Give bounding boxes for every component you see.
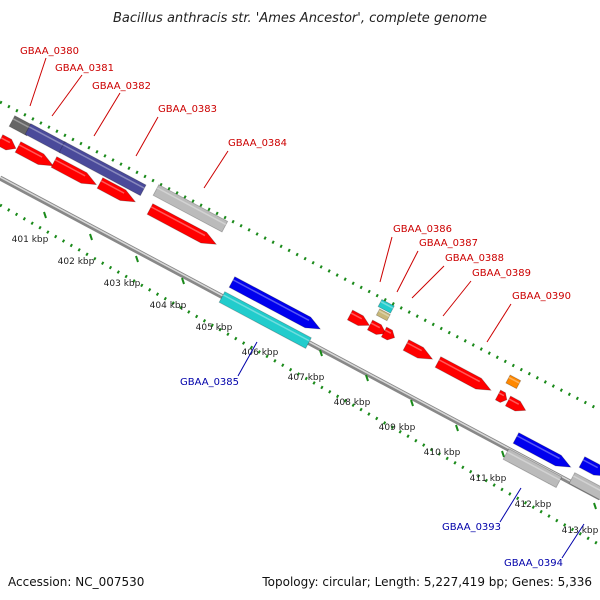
ruler-major-tick xyxy=(501,450,505,458)
forward-gene-0387 xyxy=(380,326,396,341)
ruler-major-tick xyxy=(593,502,597,510)
reverse-gene-leader-line xyxy=(499,487,522,523)
forward-gene-0381 xyxy=(14,141,55,167)
ruler-major-tick xyxy=(365,374,369,382)
cog-box-0386 xyxy=(377,298,395,314)
ruler-major-tick xyxy=(319,349,323,357)
ruler-tick-label: 407 kbp xyxy=(288,373,325,383)
forward-gene-0386a xyxy=(346,309,371,326)
ruler-tick-label: 410 kbp xyxy=(424,448,461,458)
genome-summary-text: Topology: circular; Length: 5,227,419 bp… xyxy=(261,575,592,589)
ruler-major-tick xyxy=(410,399,414,407)
forward-gene-leader-line xyxy=(203,150,229,189)
ruler-tick-label: 409 kbp xyxy=(379,423,416,433)
cog-box-0384 xyxy=(152,184,229,233)
ruler-tick-label: 401 kbp xyxy=(12,235,49,245)
cog-box-0382 xyxy=(58,141,147,197)
cog-box-0387 xyxy=(375,308,391,322)
reverse-gene-leader-line xyxy=(561,523,585,559)
reverse-gene-0393 xyxy=(512,432,572,468)
ruler-tick-label: 408 kbp xyxy=(334,398,371,408)
gene-tracks xyxy=(0,115,600,501)
forward-gene-0384 xyxy=(146,203,218,245)
ruler-tick-label: 406 kbp xyxy=(242,348,279,358)
forward-gene-leader-line xyxy=(93,92,121,137)
gene-labels: GBAA_0380GBAA_0381GBAA_0382GBAA_0383GBAA… xyxy=(20,46,585,569)
forward-gene-label: GBAA_0381 xyxy=(55,63,114,74)
ruler-tick-label: 402 kbp xyxy=(58,257,95,267)
ruler-major-tick xyxy=(181,277,185,285)
ruler-major-tick xyxy=(135,255,139,263)
reverse-gene-label: GBAA_0394 xyxy=(504,558,563,569)
cog-box-0390 xyxy=(505,374,522,390)
forward-gene-0380 xyxy=(0,134,17,151)
reverse-gene-0394 xyxy=(578,456,600,476)
forward-gene-0390a xyxy=(494,389,508,403)
ruler-tick-label: 411 kbp xyxy=(470,474,507,484)
ruler-tick-label: 403 kbp xyxy=(104,279,141,289)
forward-gene-leader-line xyxy=(51,74,83,117)
ruler-major-tick xyxy=(89,233,93,241)
forward-gene-leader-line xyxy=(486,303,512,343)
reverse-gene-label: GBAA_0393 xyxy=(442,522,501,533)
forward-gene-label: GBAA_0383 xyxy=(158,104,217,115)
forward-gene-leader-line xyxy=(411,265,445,299)
forward-gene-label: GBAA_0386 xyxy=(393,224,452,235)
forward-gene-leader-line xyxy=(29,57,47,107)
forward-gene-label: GBAA_0389 xyxy=(472,268,531,279)
cog-box-0394 xyxy=(568,472,600,501)
outer-dotted-track xyxy=(0,100,600,412)
forward-gene-0383 xyxy=(96,177,137,203)
forward-gene-label: GBAA_0380 xyxy=(20,46,79,57)
forward-gene-label: GBAA_0388 xyxy=(445,253,504,264)
forward-gene-label: GBAA_0382 xyxy=(92,81,151,92)
ruler-major-tick xyxy=(455,424,459,432)
forward-gene-0388 xyxy=(402,339,434,360)
forward-gene-leader-line xyxy=(379,236,393,283)
reverse-gene-leader-line xyxy=(237,341,258,377)
forward-gene-leader-line xyxy=(135,116,159,157)
ruler-tick-label: 405 kbp xyxy=(196,323,233,333)
cog-box-0385 xyxy=(218,291,312,349)
ruler-tick-label: 413 kbp xyxy=(562,526,599,536)
cog-box-0393 xyxy=(502,448,563,489)
forward-gene-label: GBAA_0387 xyxy=(419,238,478,249)
ruler-tick-label: 412 kbp xyxy=(515,500,552,510)
forward-gene-leader-line xyxy=(442,280,472,317)
cog-box-0381 xyxy=(24,123,67,154)
map-title: Bacillus anthracis str. 'Ames Ancestor',… xyxy=(113,11,487,26)
forward-gene-label: GBAA_0384 xyxy=(228,138,287,149)
ruler-major-tick xyxy=(43,211,47,219)
forward-gene-0382 xyxy=(50,156,98,186)
forward-gene-label: GBAA_0390 xyxy=(512,291,571,302)
ruler-tick-label: 404 kbp xyxy=(150,301,187,311)
forward-gene-0390b xyxy=(504,395,527,412)
ruler-ticks: 401 kbp 402 kbp 403 kbp 404 kbp 405 kbp 406 k… xyxy=(12,211,599,536)
reverse-gene-label: GBAA_0385 xyxy=(180,377,239,388)
accession-text: Accession: NC_007530 xyxy=(8,575,144,589)
cog-box-0380 xyxy=(8,115,34,137)
forward-gene-0386b xyxy=(366,319,387,335)
reverse-gene-0385 xyxy=(228,276,322,330)
forward-gene-leader-line xyxy=(396,250,419,293)
forward-gene-0389 xyxy=(434,356,492,391)
